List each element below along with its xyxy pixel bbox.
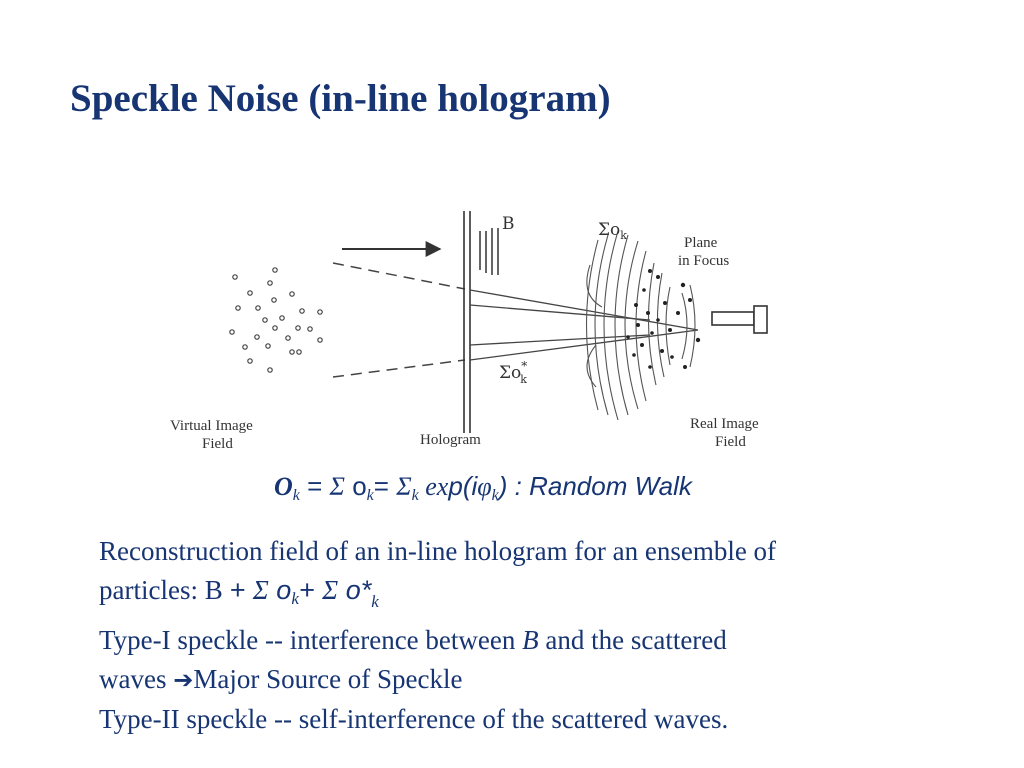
label-sum-ok: Σok [598,220,627,242]
label-real-image-2: Field [715,434,746,450]
virtual-ray-bottom [332,359,466,378]
label-sum-ok-star: Σo*k [499,359,527,386]
label-b: B [502,214,515,234]
right-arrow-icon: ➔ [173,666,194,694]
camera-icon [711,305,768,334]
reference-wave-b [479,228,499,275]
label-virtual-image-2: Field [202,436,233,452]
text-line-2: particles: B + Σ ok+ Σ o*k [99,575,379,611]
real-image-rays [469,289,699,361]
label-virtual-image: Virtual Image [170,418,253,434]
text-line-1: Reconstruction field of an in-line holog… [99,536,777,566]
focus-plane-particles [626,269,701,369]
random-walk-formula: Ok = Σ ok= Σk exp(iφk) : Random Walk [274,471,692,504]
slide-title: Speckle Noise (in-line hologram) [70,77,611,120]
virtual-ray-top [332,262,466,290]
label-plane-in-focus: Plane [684,235,718,251]
text-line-5: Type-II speckle -- self-interference of … [99,704,729,734]
explanation-text: Reconstruction field of an in-line holog… [99,532,979,739]
text-line-3: Type-I speckle -- interference between B… [99,625,727,655]
label-real-image: Real Image [690,416,759,432]
hologram-diagram: B Σok Σo*k Plane in Focus Virtual Image … [170,211,768,452]
label-hologram: Hologram [420,432,481,448]
virtual-image-particles [229,267,323,373]
scattered-wavefronts [585,230,696,421]
hologram-plate [463,211,471,433]
text-line-4: waves ➔Major Source of Speckle [99,664,463,694]
label-plane-in-focus-2: in Focus [678,253,729,269]
